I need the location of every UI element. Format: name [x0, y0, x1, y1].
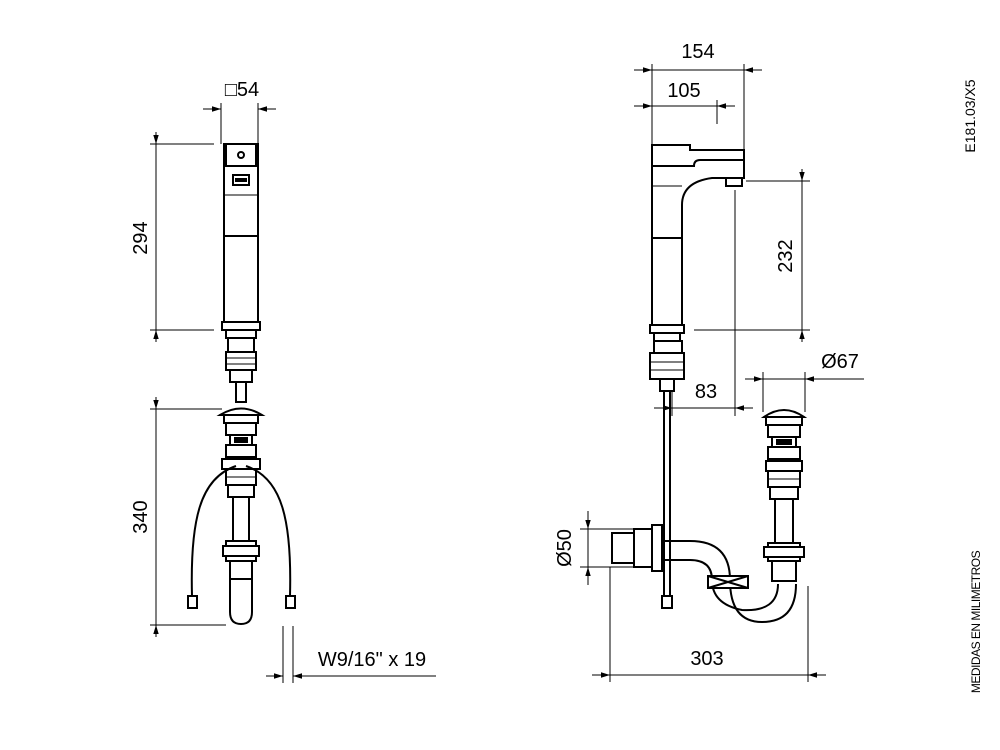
- units-note-label: MEDIDAS EN MILIMETROS: [969, 550, 983, 693]
- front-mounting-nut: [225, 337, 257, 403]
- pipe-diameter-dimension: Ø50: [554, 511, 634, 585]
- side-total-width-label: 154: [681, 41, 714, 63]
- front-drain: [216, 407, 266, 626]
- side-view: 154 105 232 Ø67: [554, 41, 864, 682]
- drain-offset-dimension: 83: [654, 190, 753, 416]
- front-faucet-body: [221, 143, 261, 339]
- front-upper-height-dimension: 294: [130, 132, 214, 342]
- pipe-diameter-label: Ø50: [554, 529, 576, 567]
- front-upper-height-label: 294: [130, 221, 152, 254]
- front-view: □54 294 340 W9/16" x 19: [130, 79, 436, 683]
- side-faucet-body: [649, 144, 745, 342]
- front-width-label: □54: [225, 79, 259, 101]
- drain-diameter-dimension: Ø67: [745, 351, 864, 412]
- side-bottom-width-dimension: 303: [592, 567, 826, 682]
- front-flex-hoses: [187, 465, 296, 609]
- side-mounting-nut: [649, 340, 685, 609]
- drain-offset-label: 83: [695, 381, 717, 403]
- hose-thread-dimension: W9/16" x 19: [266, 626, 436, 683]
- model-code-label: E181.03/X5: [962, 79, 978, 152]
- side-spout-reach-label: 105: [667, 80, 700, 102]
- front-lower-height-dimension: 340: [130, 397, 226, 637]
- hose-thread-label: W9/16" x 19: [318, 649, 426, 671]
- side-spout-reach-dimension: 105: [634, 80, 735, 145]
- side-spout-height-label: 232: [775, 239, 797, 272]
- front-lower-height-label: 340: [130, 500, 152, 533]
- side-trap: [611, 524, 797, 624]
- side-bottom-width-label: 303: [690, 648, 723, 670]
- side-drain: [760, 409, 808, 582]
- front-width-dimension: □54: [203, 79, 276, 144]
- drain-diameter-label: Ø67: [821, 351, 859, 373]
- side-spout-height-dimension: 232: [694, 169, 810, 342]
